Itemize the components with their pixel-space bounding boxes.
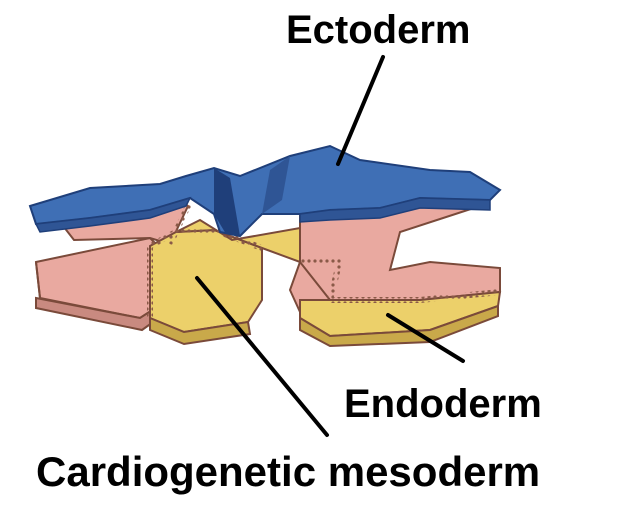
cardiogenetic-mesoderm-label: Cardiogenetic mesoderm	[36, 451, 540, 493]
endoderm-label: Endoderm	[344, 384, 542, 424]
ectoderm-leader-line	[338, 57, 383, 164]
ectoderm-label: Ectoderm	[286, 10, 471, 50]
